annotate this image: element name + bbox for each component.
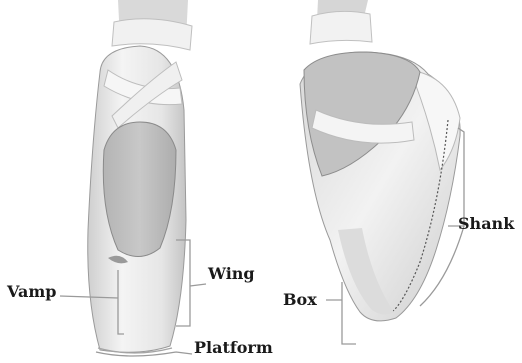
side-view-shoe: [300, 0, 460, 321]
front-view-shoe: [88, 0, 192, 353]
right-ankle-ribbon: [310, 11, 372, 44]
wing-label: Wing: [208, 266, 255, 282]
platform-label: Platform: [194, 340, 273, 356]
vamp-label: Vamp: [7, 284, 56, 300]
left-ankle-ribbon: [112, 19, 192, 50]
box-label: Box: [283, 292, 317, 308]
shank-label: Shank: [458, 216, 514, 232]
